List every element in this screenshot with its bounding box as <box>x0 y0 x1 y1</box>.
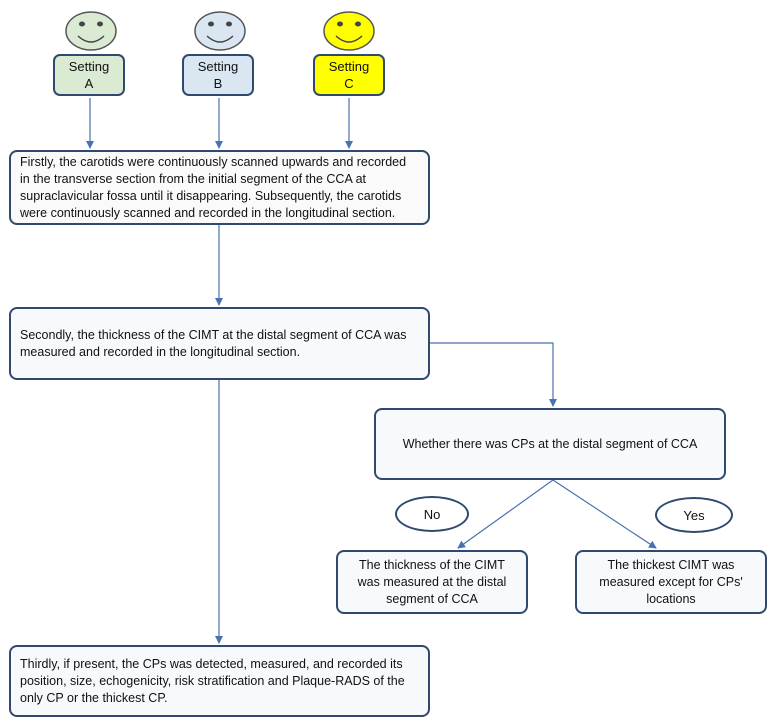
setting-c-label: Setting <box>328 59 370 74</box>
no-result-text: The thickness of the CIMT was measured a… <box>357 557 507 606</box>
setting-c-box: Setting C <box>313 54 385 96</box>
yes-label: Yes <box>683 507 705 523</box>
step-second-box: Secondly, the thickness of the CIMT at t… <box>9 307 430 380</box>
setting-b-box: Setting B <box>182 54 254 96</box>
setting-a-letter: A <box>84 76 94 91</box>
setting-c-letter: C <box>344 76 354 91</box>
setting-a-label: Setting <box>68 59 110 74</box>
setting-a-box: Setting A <box>53 54 125 96</box>
arrow-question-to-yes <box>552 479 657 549</box>
smiley-icon <box>323 11 375 51</box>
yes-oval: Yes <box>655 497 733 533</box>
decision-question-text: Whether there was CPs at the distal segm… <box>402 436 698 451</box>
smiley-icon <box>65 11 117 51</box>
decision-question-box: Whether there was CPs at the distal segm… <box>374 408 726 480</box>
no-label: No <box>423 506 441 522</box>
step-second-text: Secondly, the thickness of the CIMT at t… <box>20 327 407 359</box>
step-third-box: Thirdly, if present, the CPs was detecte… <box>9 645 430 717</box>
arrow-question-to-no <box>457 479 554 549</box>
arrow-second-to-question <box>430 342 557 407</box>
step-third-text: Thirdly, if present, the CPs was detecte… <box>20 656 405 705</box>
yes-result-text: The thickest CIMT was measured except fo… <box>599 557 743 606</box>
setting-b-label: Setting <box>197 59 239 74</box>
step-first-text: Firstly, the carotids were continuously … <box>20 154 407 220</box>
no-oval: No <box>395 496 469 532</box>
setting-b-letter: B <box>213 76 223 91</box>
smiley-icon <box>194 11 246 51</box>
no-result-box: The thickness of the CIMT was measured a… <box>336 550 528 614</box>
yes-result-box: The thickest CIMT was measured except fo… <box>575 550 767 614</box>
step-first-box: Firstly, the carotids were continuously … <box>9 150 430 225</box>
